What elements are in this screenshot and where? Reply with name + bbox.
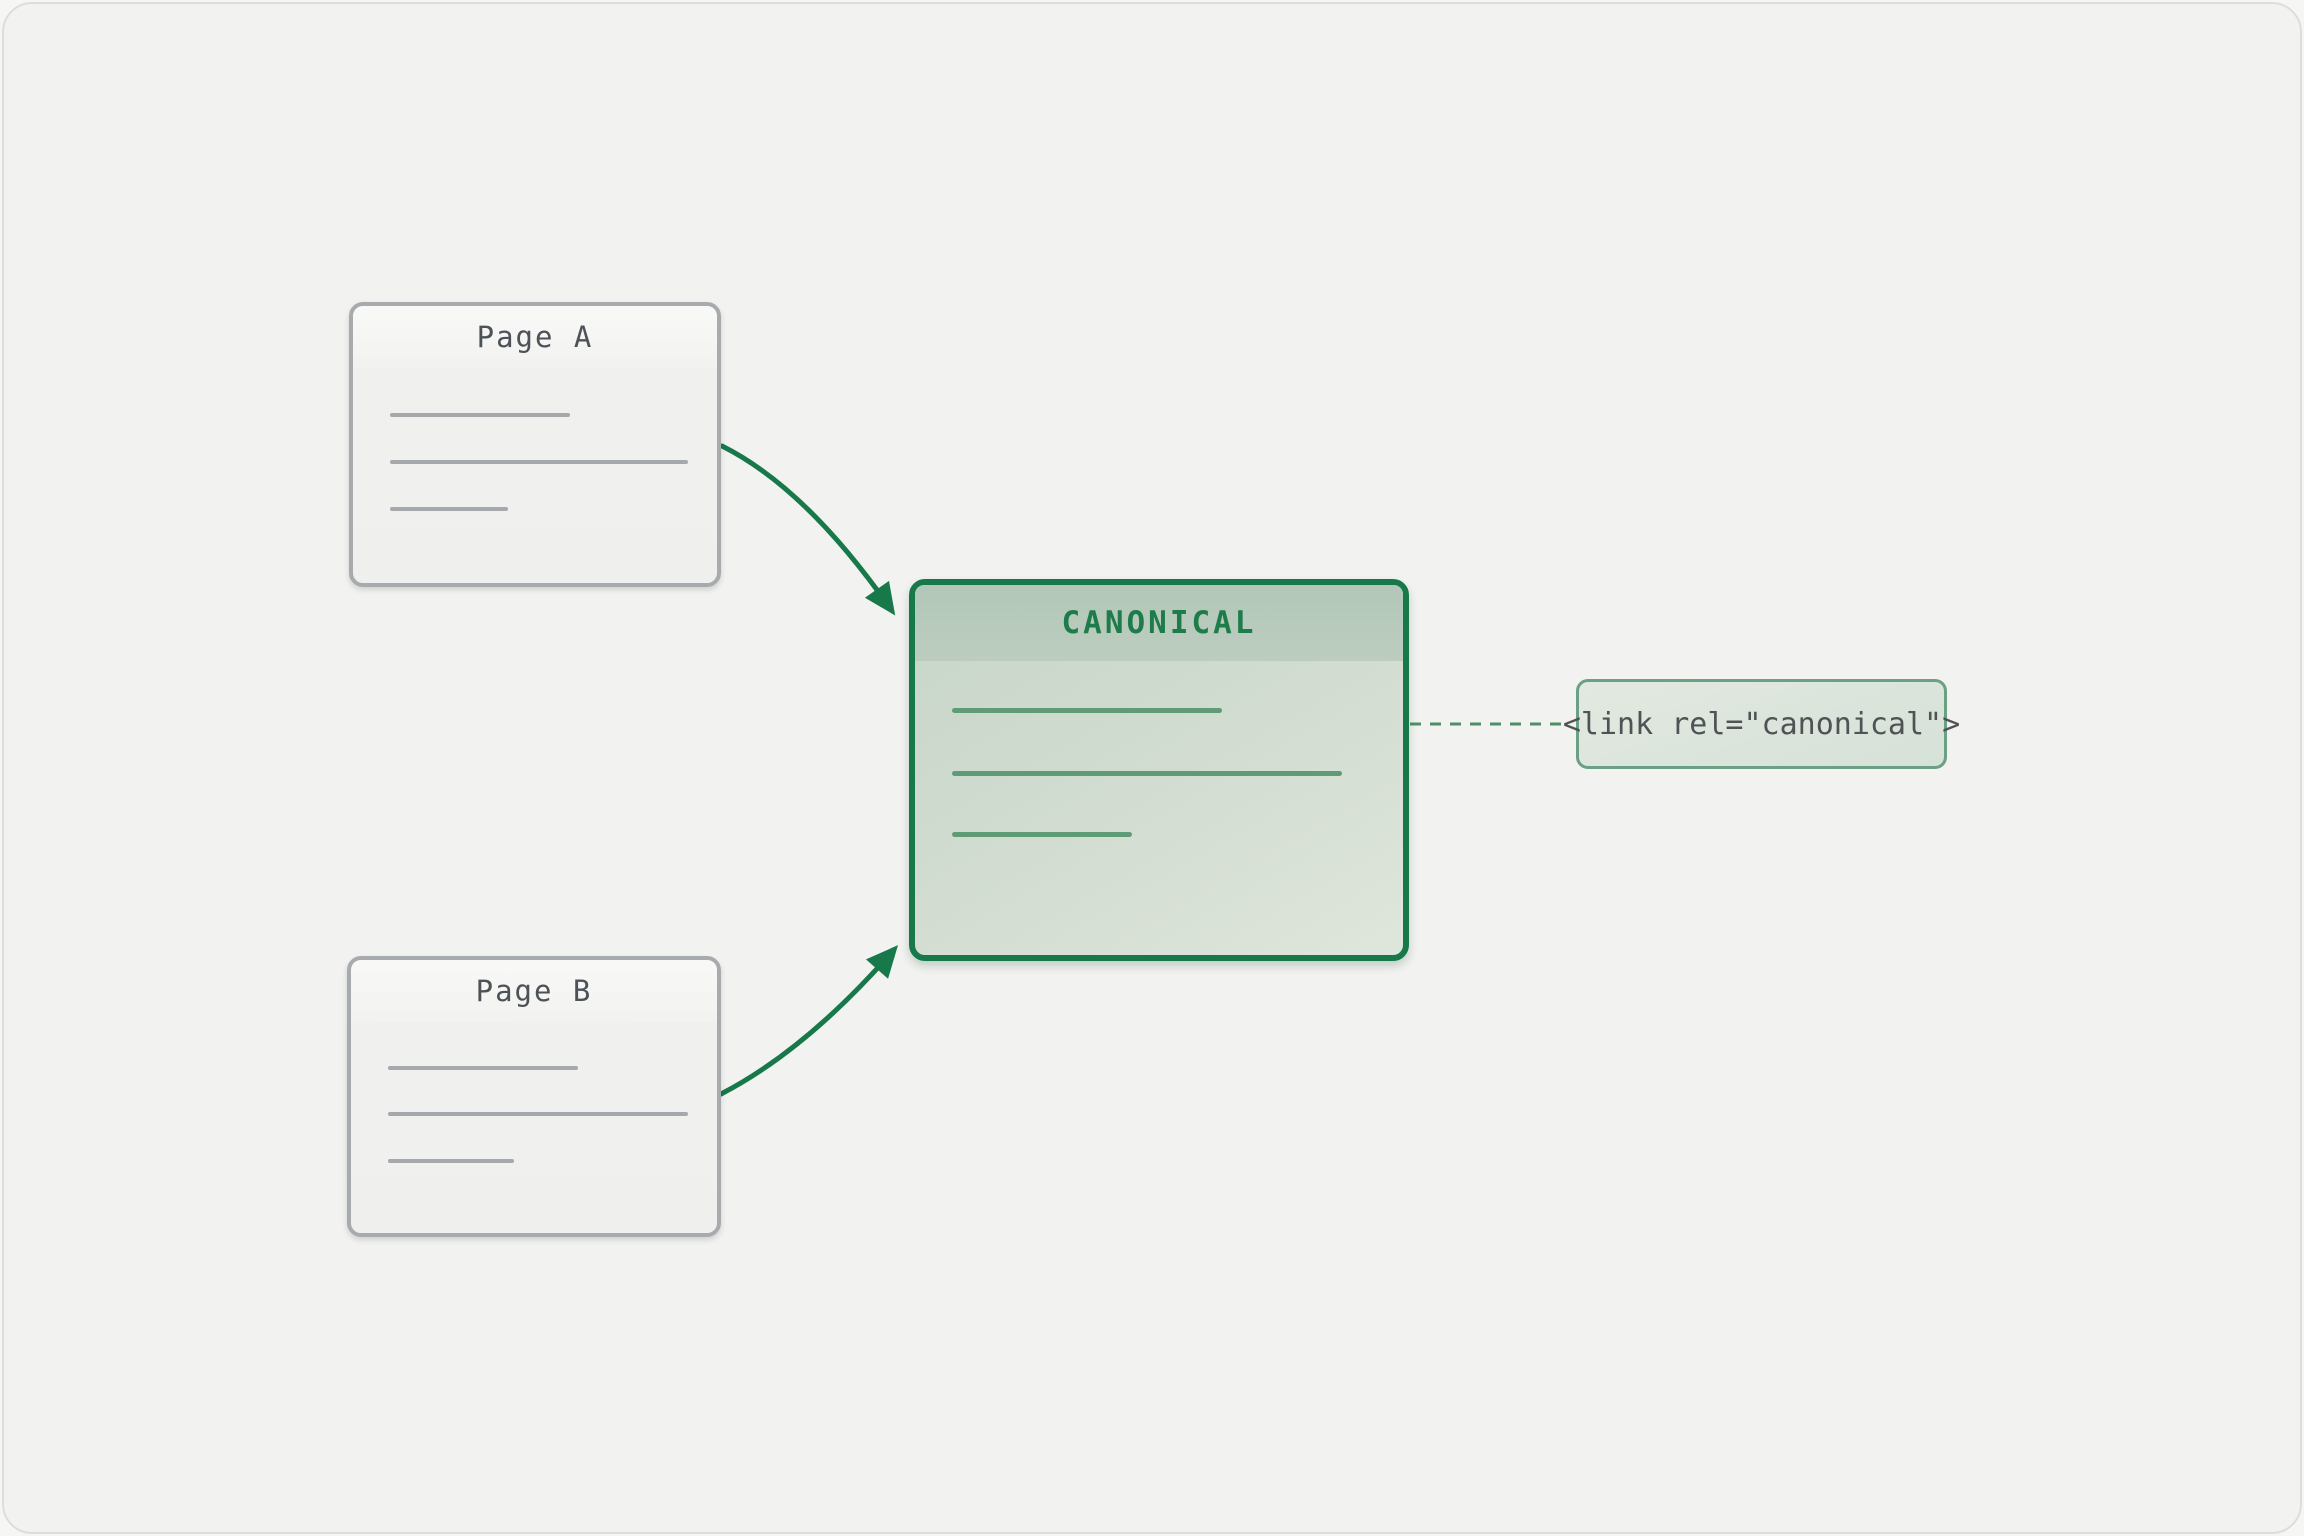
node-page-a: Page A — [349, 302, 721, 587]
node-page-a-header: Page A — [353, 306, 717, 369]
node-page-b-header: Page B — [351, 960, 717, 1023]
node-canonical-header: CANONICAL — [915, 585, 1403, 661]
diagram-canvas: Page A CANONICAL Page B <link rel="canon… — [4, 4, 2300, 1532]
text-placeholder-line — [388, 1159, 514, 1163]
arrow-page-a-to-canonical — [719, 443, 896, 616]
canonical-link-tag-code: <link rel="canonical"> — [1562, 706, 1961, 742]
node-page-a-title: Page A — [476, 320, 594, 354]
text-placeholder-line — [390, 460, 688, 464]
text-placeholder-line — [952, 832, 1132, 837]
text-placeholder-line — [390, 507, 508, 511]
text-placeholder-line — [952, 771, 1342, 776]
canonical-link-tag-chip: <link rel="canonical"> — [1563, 679, 1960, 769]
node-canonical-title: CANONICAL — [1061, 605, 1257, 641]
text-placeholder-line — [388, 1066, 578, 1070]
node-canonical: CANONICAL — [909, 579, 1409, 961]
text-placeholder-line — [952, 708, 1222, 713]
text-placeholder-line — [390, 413, 570, 417]
text-placeholder-line — [388, 1112, 688, 1116]
node-page-b: Page B — [347, 956, 721, 1237]
arrow-page-b-to-canonical — [718, 945, 899, 1097]
node-page-b-title: Page B — [475, 974, 593, 1008]
